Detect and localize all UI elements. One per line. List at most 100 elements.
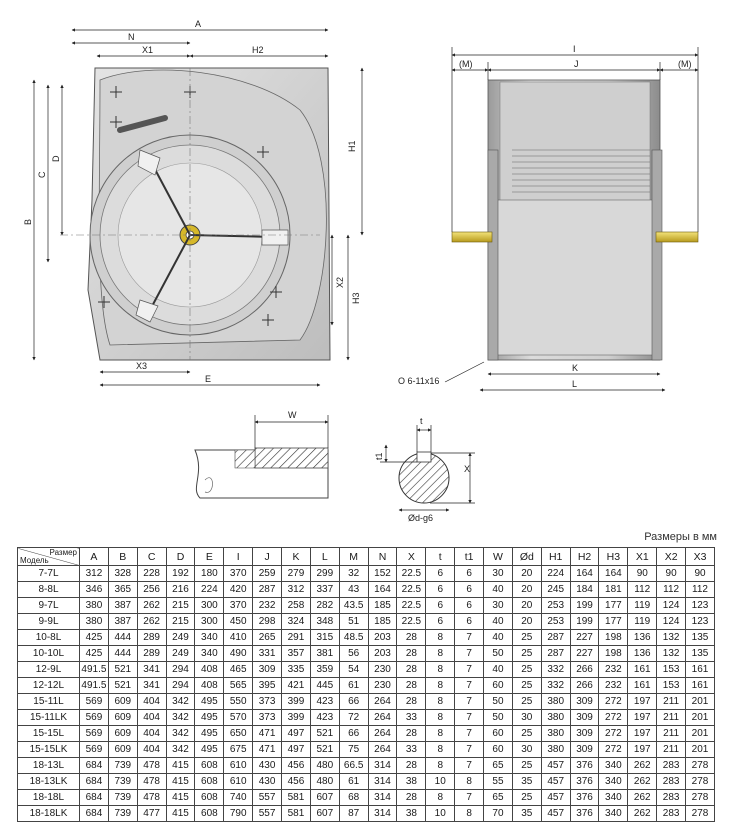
dim-D: D: [51, 155, 61, 162]
front-view: A N X1 H2 H1 D C B X2 H3 X3 E: [23, 19, 364, 387]
table-cell: 177: [598, 597, 629, 614]
table-cell: 10: [425, 773, 456, 790]
table-cell: 164: [569, 565, 600, 582]
model-cell: 15-11LK: [17, 709, 80, 726]
table-cell: 119: [627, 613, 658, 630]
table-cell: 340: [598, 757, 629, 774]
table-cell: 28: [396, 693, 427, 710]
table-cell: 153: [656, 661, 687, 678]
table-cell: 740: [223, 789, 254, 806]
model-cell: 15-11L: [17, 693, 80, 710]
dim-E: E: [205, 374, 211, 384]
model-cell: 8-8L: [17, 581, 80, 598]
table-cell: 135: [685, 645, 715, 662]
table-cell: 610: [223, 773, 254, 790]
table-cell: 445: [309, 677, 340, 694]
table-cell: 569: [79, 709, 109, 726]
table-cell: 60: [483, 677, 513, 694]
table-cell: 478: [136, 757, 167, 774]
table-cell: 312: [281, 581, 311, 598]
table-cell: 430: [252, 773, 283, 790]
table-cell: 450: [223, 613, 254, 630]
model-cell: 9-9L: [17, 613, 80, 630]
table-cell: 370: [223, 565, 254, 582]
dim-J: J: [574, 59, 579, 69]
table-cell: 457: [540, 789, 571, 806]
table-cell: 404: [136, 693, 167, 710]
table-cell: 408: [194, 677, 225, 694]
model-cell: 18-13LK: [17, 773, 80, 790]
table-cell: 331: [252, 645, 283, 662]
table-cell: 48.5: [338, 629, 369, 646]
column-header: W: [483, 547, 513, 566]
table-cell: 340: [598, 789, 629, 806]
table-cell: 197: [627, 709, 658, 726]
table-cell: 425: [79, 645, 109, 662]
dim-H1: H1: [347, 140, 357, 152]
table-cell: 215: [165, 597, 196, 614]
table-cell: 477: [136, 805, 167, 822]
column-header: X: [396, 547, 427, 566]
table-cell: 224: [540, 565, 571, 582]
table-cell: 335: [281, 661, 311, 678]
table-cell: 337: [309, 581, 340, 598]
table-cell: 253: [540, 597, 571, 614]
table-cell: 22.5: [396, 565, 427, 582]
table-cell: 425: [79, 629, 109, 646]
table-cell: 56: [338, 645, 369, 662]
table-cell: 185: [367, 597, 398, 614]
table-cell: 309: [569, 741, 600, 758]
table-cell: 38: [396, 773, 427, 790]
table-cell: 420: [223, 581, 254, 598]
table-cell: 161: [685, 677, 715, 694]
table-cell: 581: [281, 805, 311, 822]
table-cell: 264: [367, 693, 398, 710]
table-cell: 456: [281, 773, 311, 790]
shaft-cross-section: t t1 X Ød-g6: [374, 416, 475, 523]
table-cell: 245: [540, 581, 571, 598]
table-cell: 495: [194, 709, 225, 726]
table-cell: 22.5: [396, 581, 427, 598]
table-cell: 348: [309, 613, 340, 630]
table-cell: 370: [223, 597, 254, 614]
table-cell: 40: [483, 613, 513, 630]
table-cell: 87: [338, 805, 369, 822]
table-cell: 61: [338, 677, 369, 694]
table-cell: 266: [569, 677, 600, 694]
column-header: E: [194, 547, 225, 566]
table-cell: 28: [396, 645, 427, 662]
table-cell: 444: [107, 645, 138, 662]
table-cell: 569: [79, 693, 109, 710]
dim-M-right: (M): [678, 59, 692, 69]
table-cell: 203: [367, 629, 398, 646]
table-cell: 408: [194, 661, 225, 678]
table-cell: 283: [656, 789, 687, 806]
table-cell: 55: [483, 773, 513, 790]
table-cell: 550: [223, 693, 254, 710]
table-cell: 609: [107, 709, 138, 726]
table-cell: 399: [281, 709, 311, 726]
table-cell: 300: [194, 597, 225, 614]
table-cell: 199: [569, 597, 600, 614]
table-cell: 75: [338, 741, 369, 758]
table-cell: 20: [511, 597, 542, 614]
column-header: A: [79, 547, 109, 566]
table-cell: 262: [627, 773, 658, 790]
table-cell: 30: [511, 709, 542, 726]
table-cell: 90: [685, 565, 715, 582]
table-cell: 495: [194, 693, 225, 710]
table-cell: 444: [107, 629, 138, 646]
table-cell: 521: [107, 677, 138, 694]
table-cell: 457: [540, 805, 571, 822]
units-note: Размеры в мм: [644, 531, 717, 543]
table-cell: 569: [79, 741, 109, 758]
table-cell: 608: [194, 773, 225, 790]
table-cell: 161: [627, 661, 658, 678]
table-cell: 8: [454, 773, 485, 790]
table-cell: 264: [367, 725, 398, 742]
